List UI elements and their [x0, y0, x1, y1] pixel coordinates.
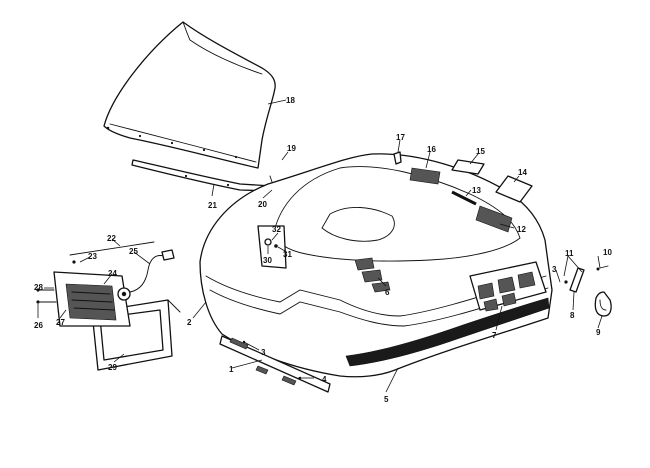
callout-6: 6: [385, 288, 390, 297]
callout-24: 24: [108, 269, 117, 278]
callout-30: 30: [263, 256, 272, 265]
callout-26: 26: [34, 321, 43, 330]
callout-8: 8: [570, 311, 575, 320]
callout-27: 27: [56, 318, 65, 327]
callout-3: 3: [552, 265, 557, 274]
callout-5: 5: [384, 395, 389, 404]
callout-19: 19: [287, 144, 296, 153]
callout-9: 9: [596, 328, 601, 337]
callout-31: 31: [283, 250, 292, 259]
callout-21: 21: [208, 201, 217, 210]
windshield: [103, 21, 276, 169]
latch-bracket-8: [564, 267, 585, 293]
headlight-rod-22: [69, 241, 155, 256]
callout-23: 23: [88, 252, 97, 261]
hood-vent-12: [475, 205, 513, 233]
gauge-hardware: [264, 238, 278, 248]
decal-14: [495, 175, 533, 203]
callout-29: 29: [108, 363, 117, 372]
latch-hook-9: [594, 291, 612, 317]
screw-10: [596, 265, 609, 271]
headlight-housing: [53, 271, 131, 327]
callout-1: 1: [229, 365, 234, 374]
callout-3b: 3: [261, 348, 266, 357]
hood-cowl: [199, 153, 553, 378]
callout-7: 7: [492, 331, 497, 340]
decal-15: [451, 159, 485, 175]
callout-10: 10: [603, 248, 612, 257]
callout-4: 4: [322, 375, 327, 384]
callout-17: 17: [396, 133, 405, 142]
callout-20: 20: [258, 200, 267, 209]
callout-11: 11: [565, 249, 574, 258]
callouts: 1 2 3 3 4 5 6 7 8 9 10 11 12 13 14 15 16…: [34, 96, 612, 404]
headlight-screws: [36, 260, 76, 304]
strip-13: [451, 190, 477, 206]
callout-12: 12: [517, 225, 526, 234]
headlight-wire-harness: [129, 249, 175, 293]
hood-vent-16: [409, 167, 441, 185]
callout-16: 16: [427, 145, 436, 154]
callout-2: 2: [187, 318, 192, 327]
callout-15: 15: [476, 147, 485, 156]
callout-18: 18: [286, 96, 295, 105]
callout-28: 28: [34, 283, 43, 292]
callout-13: 13: [472, 186, 481, 195]
callout-32: 32: [272, 225, 281, 234]
leader-lines: [37, 99, 603, 393]
callout-14: 14: [518, 168, 527, 177]
callout-25: 25: [129, 247, 138, 256]
fastener-17: [393, 151, 402, 165]
callout-22: 22: [107, 234, 116, 243]
